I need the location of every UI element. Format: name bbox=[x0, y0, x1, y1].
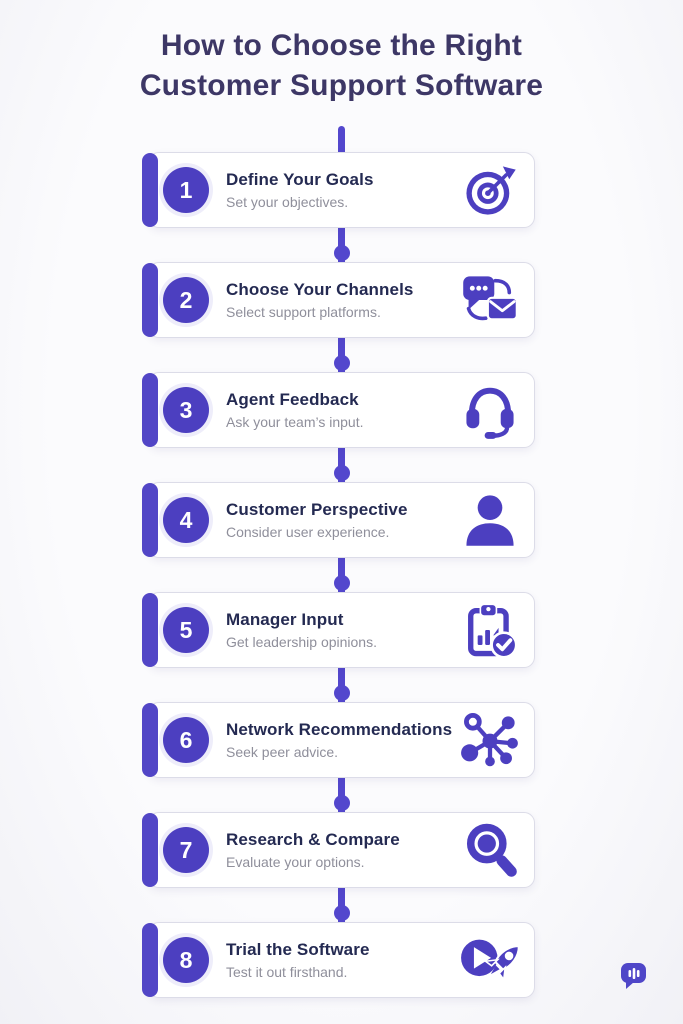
headset-icon bbox=[460, 380, 520, 440]
person-icon bbox=[460, 490, 520, 550]
step-title: Choose Your Channels bbox=[226, 280, 414, 299]
step-text: Customer Perspective Consider user exper… bbox=[226, 500, 460, 540]
page-title: How to Choose the Right Customer Support… bbox=[0, 26, 683, 105]
step-title: Agent Feedback bbox=[226, 390, 359, 409]
step-subtitle: Ask your team’s input. bbox=[226, 414, 364, 430]
step-subtitle: Seek peer advice. bbox=[226, 744, 339, 760]
step-subtitle: Select support platforms. bbox=[226, 304, 381, 320]
step-number-badge: 4 bbox=[163, 497, 209, 543]
step-text: Manager Input Get leadership opinions. bbox=[226, 610, 460, 650]
play-rocket-icon bbox=[460, 930, 520, 990]
step-text: Define Your Goals Set your objectives. bbox=[226, 170, 460, 210]
step-card-5: 5 Manager Input Get leadership opinions. bbox=[142, 575, 535, 668]
step-card-2: 2 Choose Your Channels Select support pl… bbox=[142, 245, 535, 338]
timeline-dot bbox=[333, 905, 350, 921]
step-text: Network Recommendations Seek peer advice… bbox=[226, 720, 460, 760]
chat-envelope-icon bbox=[460, 270, 520, 330]
step-subtitle: Set your objectives. bbox=[226, 194, 349, 210]
page-title-line2: Customer Support Software bbox=[139, 68, 544, 102]
network-nodes-icon bbox=[460, 710, 520, 770]
step-card-6: 6 Network Recommendations Seek peer advi… bbox=[142, 685, 535, 778]
step-subtitle: Test it out firsthand. bbox=[226, 964, 348, 980]
step-number-badge: 8 bbox=[163, 937, 209, 983]
step-number-badge: 1 bbox=[163, 167, 209, 213]
step-card-7: 7 Research & Compare Evaluate your optio… bbox=[142, 795, 535, 888]
step-title: Manager Input bbox=[226, 610, 344, 629]
timeline-dot bbox=[333, 575, 350, 591]
magnifier-icon bbox=[460, 820, 520, 880]
step-title: Customer Perspective bbox=[226, 500, 408, 519]
step-card-8: 8 Trial the Software Test it out firstha… bbox=[142, 905, 535, 998]
step-title: Network Recommendations bbox=[226, 720, 453, 739]
step-text: Trial the Software Test it out firsthand… bbox=[226, 940, 460, 980]
step-text: Agent Feedback Ask your team’s input. bbox=[226, 390, 460, 430]
step-subtitle: Get leadership opinions. bbox=[226, 634, 377, 650]
step-number-badge: 6 bbox=[163, 717, 209, 763]
step-title: Research & Compare bbox=[226, 830, 400, 849]
timeline-dot bbox=[333, 355, 350, 371]
page-title-line1: How to Choose the Right bbox=[160, 29, 523, 62]
step-text: Choose Your Channels Select support plat… bbox=[226, 280, 460, 320]
step-number-badge: 3 bbox=[163, 387, 209, 433]
timeline-dot bbox=[333, 685, 350, 701]
step-number-badge: 5 bbox=[163, 607, 209, 653]
step-title: Define Your Goals bbox=[226, 170, 374, 189]
clipboard-chart-check-icon bbox=[460, 600, 520, 660]
timeline-dot bbox=[333, 465, 350, 481]
timeline-dot bbox=[333, 245, 350, 261]
step-card-1: 1 Define Your Goals Set your objectives. bbox=[142, 152, 535, 228]
step-number-badge: 2 bbox=[163, 277, 209, 323]
step-subtitle: Evaluate your options. bbox=[226, 854, 365, 870]
step-title: Trial the Software bbox=[226, 940, 370, 959]
step-text: Research & Compare Evaluate your options… bbox=[226, 830, 460, 870]
step-number-badge: 7 bbox=[163, 827, 209, 873]
target-dart-icon bbox=[460, 160, 520, 220]
chat-bubble-equalizer-logo bbox=[619, 960, 649, 990]
step-card-4: 4 Customer Perspective Consider user exp… bbox=[142, 465, 535, 558]
step-subtitle: Consider user experience. bbox=[226, 524, 390, 540]
step-card-3: 3 Agent Feedback Ask your team’s input. bbox=[142, 355, 535, 448]
timeline-dot bbox=[333, 795, 350, 811]
